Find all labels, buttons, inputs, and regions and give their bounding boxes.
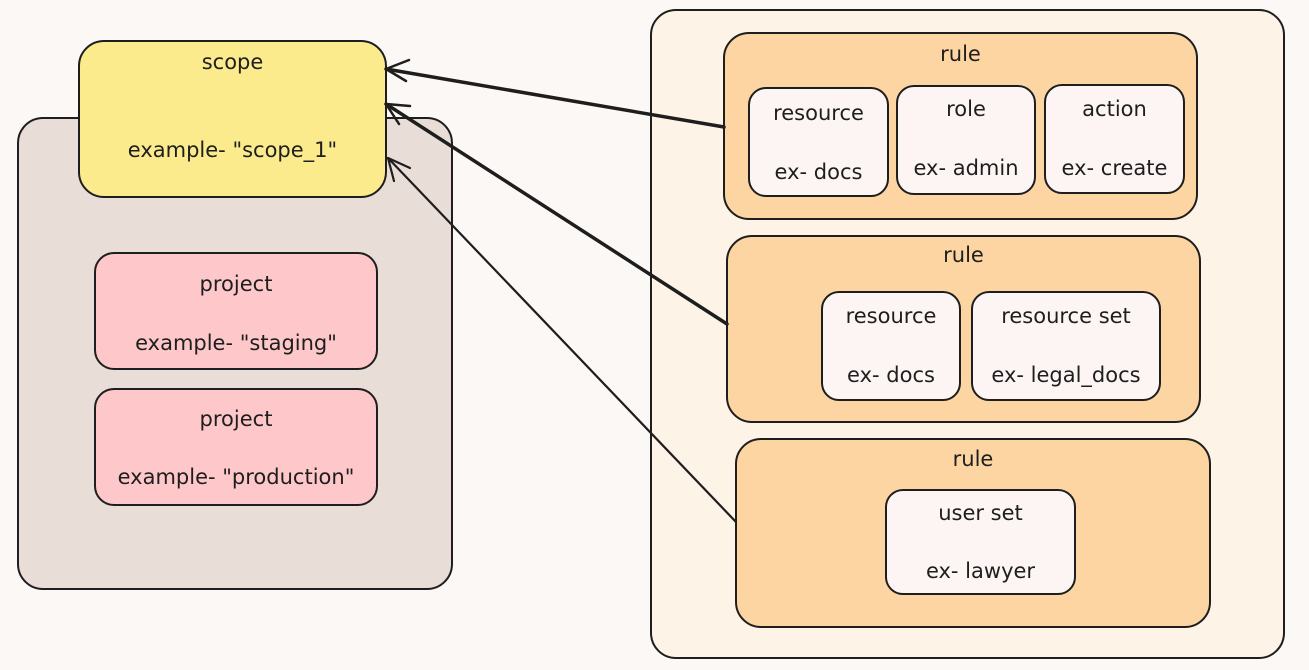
scope-box: scope example- "scope_1" xyxy=(78,40,387,198)
rule-item-title: action xyxy=(1082,97,1147,121)
rule-item-title: user set xyxy=(938,501,1023,525)
rule-item-title: role xyxy=(946,97,986,121)
project-title: project xyxy=(199,407,273,431)
rule-box-2: rule resource ex- docs resource set ex- … xyxy=(726,235,1201,423)
rule-title: rule xyxy=(952,447,994,471)
project-box-production: project example- "production" xyxy=(94,388,378,506)
scope-example: example- "scope_1" xyxy=(127,138,338,162)
rule-item-example: ex- legal_docs xyxy=(991,363,1141,387)
project-box-staging: project example- "staging" xyxy=(94,252,378,370)
rule-item-resource: resource ex- docs xyxy=(748,87,889,197)
rule-item-resource-set: resource set ex- legal_docs xyxy=(971,291,1161,401)
rule-box-3: rule user set ex- lawyer xyxy=(735,438,1211,628)
rule-item-title: resource set xyxy=(1001,304,1131,328)
rule-item-action: action ex- create xyxy=(1044,84,1185,194)
rule-item-example: ex- docs xyxy=(774,160,863,184)
rule-item-example: ex- create xyxy=(1061,156,1168,180)
arrow-rule-3-to-scope xyxy=(386,156,738,524)
project-example: example- "staging" xyxy=(135,331,337,355)
project-title: project xyxy=(199,272,273,296)
rule-title: rule xyxy=(943,243,984,267)
project-example: example- "production" xyxy=(117,465,355,489)
rule-item-role: role ex- admin xyxy=(896,85,1036,195)
rule-item-example: ex- admin xyxy=(913,156,1019,180)
rule-item-title: resource xyxy=(773,101,864,125)
rule-item-resource: resource ex- docs xyxy=(821,291,961,401)
rule-item-example: ex- lawyer xyxy=(925,559,1036,583)
arrow-rule-2-to-scope xyxy=(384,102,729,326)
rule-item-user-set: user set ex- lawyer xyxy=(885,489,1076,595)
rule-box-1: rule resource ex- docs role ex- admin ac… xyxy=(723,32,1198,220)
scope-title: scope xyxy=(201,50,264,74)
arrow-rule-1-to-scope xyxy=(384,58,726,129)
rule-item-example: ex- docs xyxy=(847,363,935,387)
rule-title: rule xyxy=(940,42,981,66)
rule-item-title: resource xyxy=(845,304,937,328)
